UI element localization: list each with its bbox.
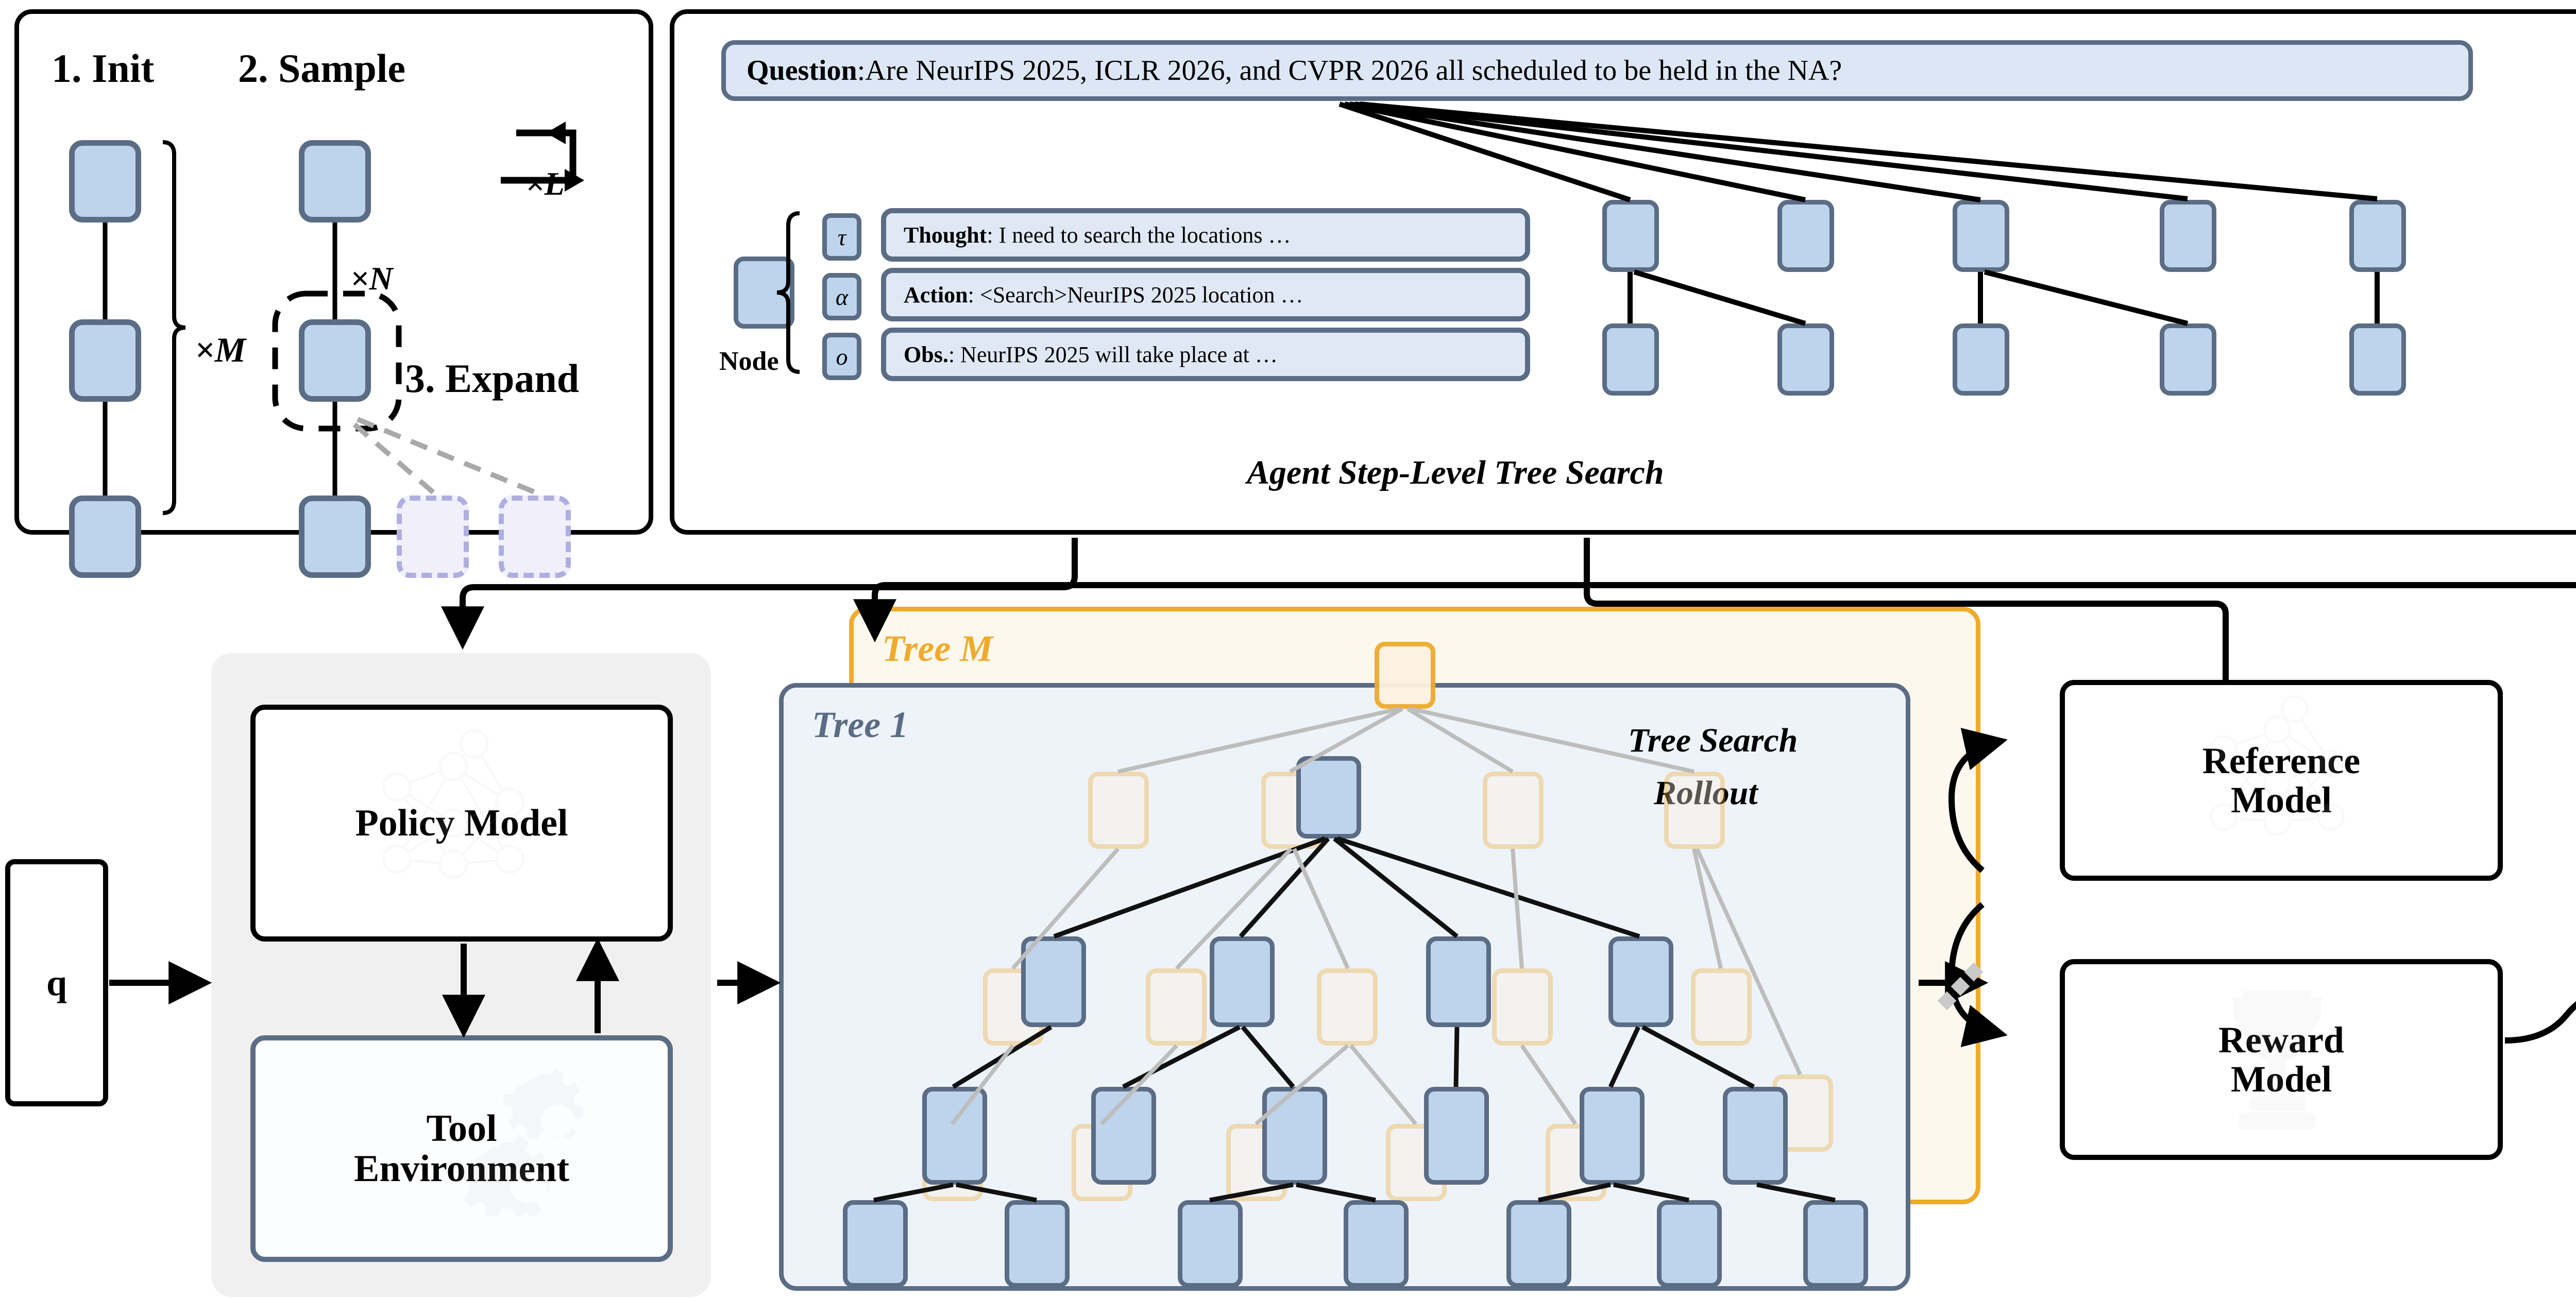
tree-node-root [1296, 756, 1361, 839]
tree-node-l2-1 [922, 1087, 987, 1185]
reward-model-box: Reward Model [2060, 959, 2503, 1160]
expand-ghost-node-2 [499, 496, 571, 578]
node-prototype [734, 257, 794, 329]
tool-environment-line2: Environment [353, 1148, 570, 1190]
policy-model-box: Policy Model [250, 705, 673, 942]
ghost-tree-node [1691, 968, 1752, 1046]
center-tree-node-l3-3 [1953, 323, 2009, 396]
action-step-box: Action: <Search>NeurIPS 2025 location … [881, 268, 1530, 321]
thought-step-box: Thought: I need to search the locations … [881, 208, 1530, 262]
sample-node-3 [299, 496, 371, 578]
ghost-tree-node [1664, 772, 1725, 849]
obs-step-box: Obs.: NeurIPS 2025 will take place at … [881, 328, 1530, 381]
center-tree-node-l2-4 [2160, 200, 2216, 272]
tool-environment-line1: Tool [426, 1107, 497, 1150]
tree-node-l3-3 [1178, 1200, 1243, 1288]
step-label-sample: 2. Sample [238, 46, 406, 91]
symbol-obs: o [822, 333, 861, 380]
symbol-tau: τ [822, 213, 861, 261]
obs-prefix: Obs. [904, 341, 948, 367]
center-tree-node-l3-1 [1602, 323, 1659, 396]
thought-body: : I need to search the locations … [987, 222, 1291, 248]
tree-node-l2-3 [1262, 1087, 1327, 1185]
ghost-tree-node [1483, 772, 1544, 849]
tree-node-l2-2 [1091, 1087, 1156, 1185]
sample-node-1 [299, 140, 371, 223]
tree-node-l3-2 [1005, 1200, 1070, 1288]
center-tree-node-l3-4 [2160, 323, 2216, 396]
ghost-tree-node [1088, 772, 1149, 849]
ghost-tree-node [1375, 642, 1435, 709]
question-separator: : [857, 55, 866, 87]
init-node-2 [69, 319, 141, 402]
tree-node-l3-7 [1803, 1200, 1868, 1288]
symbol-alpha: α [822, 273, 861, 320]
center-tree-node-l3-5 [2349, 323, 2406, 396]
center-tree-node-l3-2 [1777, 323, 1834, 396]
action-prefix: Action [904, 282, 968, 308]
reward-model-line2: Model [2231, 1058, 2332, 1100]
tool-environment-box: Tool Environment [250, 1035, 673, 1262]
init-node-1 [69, 140, 141, 223]
reference-model-box: Reference Model [2060, 680, 2503, 881]
node-prototype-label: Node [719, 347, 779, 376]
multiplier-branch-label: ×N [350, 260, 393, 297]
ghost-tree-node [1317, 968, 1378, 1046]
obs-body: : NeurIPS 2025 will take place at … [948, 341, 1278, 367]
action-body: : <Search>NeurIPS 2025 location … [968, 282, 1303, 308]
tree-node-l3-4 [1344, 1200, 1409, 1288]
question-prefix: Question [747, 55, 857, 87]
tree-node-l3-1 [843, 1200, 908, 1288]
tree-node-l2-5 [1580, 1087, 1645, 1185]
tree-node-l1-1 [1021, 936, 1086, 1027]
tree-node-l2-4 [1424, 1087, 1489, 1185]
tree-node-l2-6 [1723, 1087, 1788, 1185]
tree-node-l1-3 [1426, 936, 1491, 1027]
sample-node-2 [299, 319, 371, 402]
step-label-init: 1. Init [52, 46, 155, 91]
multiplier-loop-label: ×L [526, 165, 565, 202]
reference-model-line2: Model [2231, 779, 2332, 821]
tree-node-l1-4 [1608, 936, 1673, 1027]
center-tree-node-l2-5 [2349, 200, 2406, 272]
tree-node-l3-6 [1657, 1200, 1722, 1288]
question-text: Are NeurIPS 2025, ICLR 2026, and CVPR 20… [865, 55, 1842, 87]
tree-node-l3-5 [1506, 1200, 1571, 1288]
step-label-expand: 3. Expand [405, 356, 580, 401]
center-tree-node-l2-1 [1602, 200, 1659, 272]
multiplier-depth-label: ×M [195, 330, 246, 369]
tree-1-label: Tree 1 [812, 704, 909, 745]
init-node-3 [69, 496, 141, 578]
question-bar: Question: Are NeurIPS 2025, ICLR 2026, a… [721, 40, 2473, 101]
expand-ghost-node-1 [397, 496, 469, 578]
reference-model-line1: Reference [2202, 740, 2361, 781]
thought-prefix: Thought [904, 222, 987, 248]
center-tree-node-l2-2 [1777, 200, 1834, 272]
center-tree-node-l2-3 [1953, 200, 2009, 272]
tree-node-l1-2 [1210, 936, 1275, 1027]
tree-search-rollout-label-line1: Tree Search [1628, 722, 1798, 759]
tree-m-label: Tree M [882, 628, 993, 669]
ghost-tree-node [1492, 968, 1553, 1046]
query-box: q [5, 859, 108, 1106]
ghost-tree-node [1146, 968, 1207, 1046]
agent-tree-search-caption: Agent Step-Level Tree Search [1247, 454, 1664, 491]
reward-model-line1: Reward [2218, 1019, 2344, 1061]
